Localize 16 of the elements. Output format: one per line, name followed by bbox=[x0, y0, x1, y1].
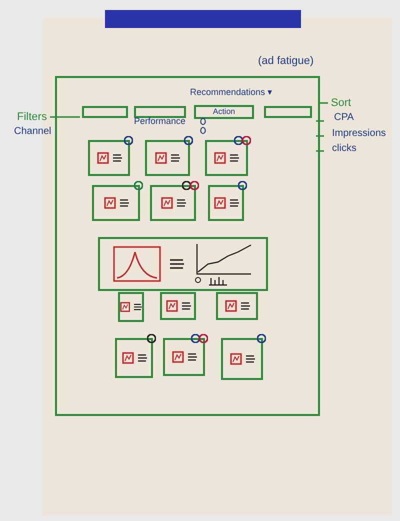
handwritten-label: Filters bbox=[14, 110, 50, 124]
handwritten-label: Sort bbox=[328, 96, 354, 110]
handwritten-note: Performance bbox=[134, 117, 186, 126]
handwritten-note: Recommendations ▾ bbox=[190, 88, 273, 97]
leader-line bbox=[50, 116, 80, 118]
handwritten-note: Channel bbox=[14, 127, 52, 137]
filter-field: Action bbox=[194, 105, 254, 119]
handwritten-note: clicks bbox=[332, 144, 356, 154]
filter-field bbox=[82, 106, 128, 118]
filter-field bbox=[264, 106, 312, 118]
filter-field bbox=[134, 106, 186, 118]
page-frame bbox=[55, 76, 320, 416]
handwritten-note: CPA bbox=[334, 113, 354, 123]
handwritten-note: Impressions bbox=[332, 129, 386, 139]
leader-line bbox=[320, 102, 328, 104]
handwritten-note: (ad fatigue) bbox=[258, 56, 314, 67]
